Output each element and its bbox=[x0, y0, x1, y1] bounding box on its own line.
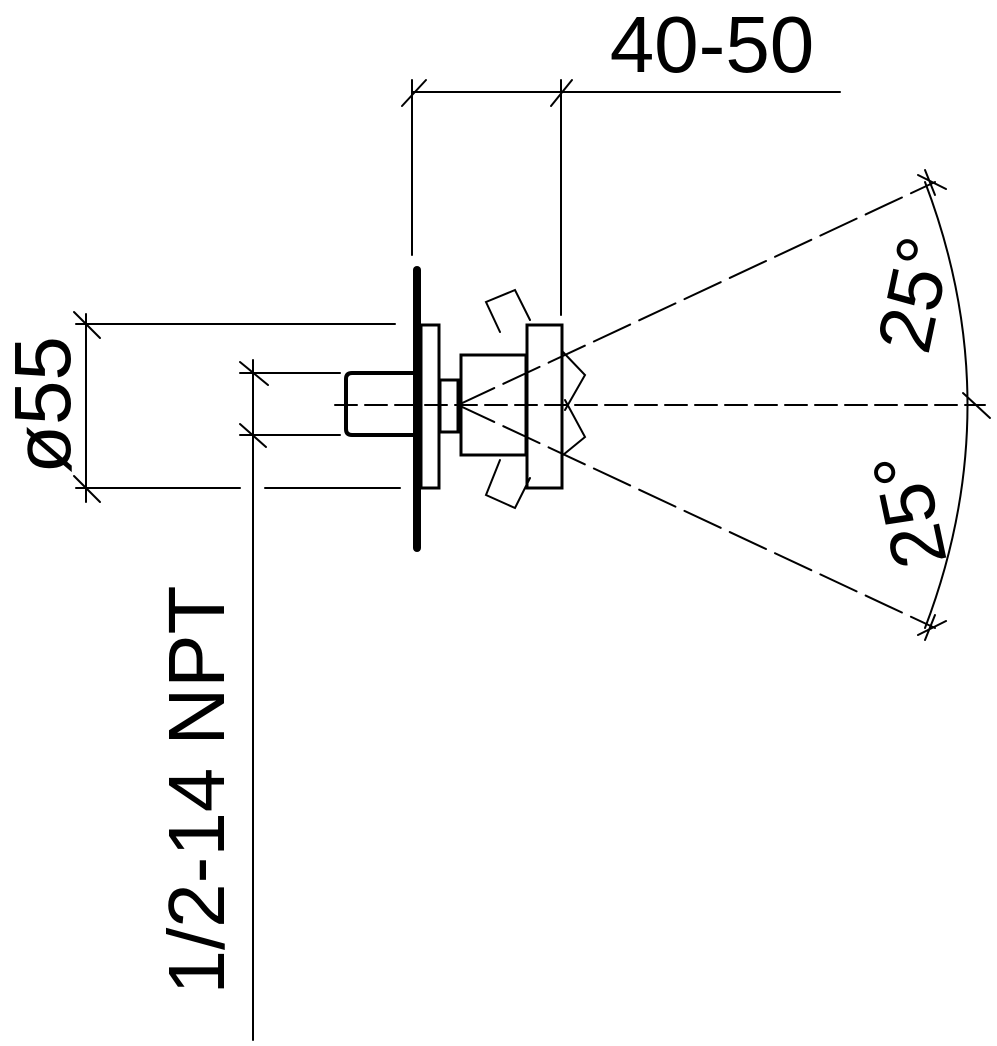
diameter-label: ø55 bbox=[0, 336, 87, 474]
projection-label: 40-50 bbox=[610, 0, 815, 89]
rotated-handle-outlines bbox=[484, 288, 587, 510]
angle-label-upper: 25° bbox=[862, 230, 969, 360]
angle-label-lower: 25° bbox=[857, 445, 964, 575]
thread-stub bbox=[344, 371, 415, 437]
thread-dimension bbox=[239, 359, 341, 1041]
thread-label: 1/2-14 NPT bbox=[152, 585, 241, 994]
diameter-dimension bbox=[73, 311, 401, 503]
rosette bbox=[419, 323, 441, 490]
projection-dimension bbox=[401, 79, 841, 316]
angle-lines bbox=[457, 169, 991, 641]
handle bbox=[525, 323, 564, 490]
